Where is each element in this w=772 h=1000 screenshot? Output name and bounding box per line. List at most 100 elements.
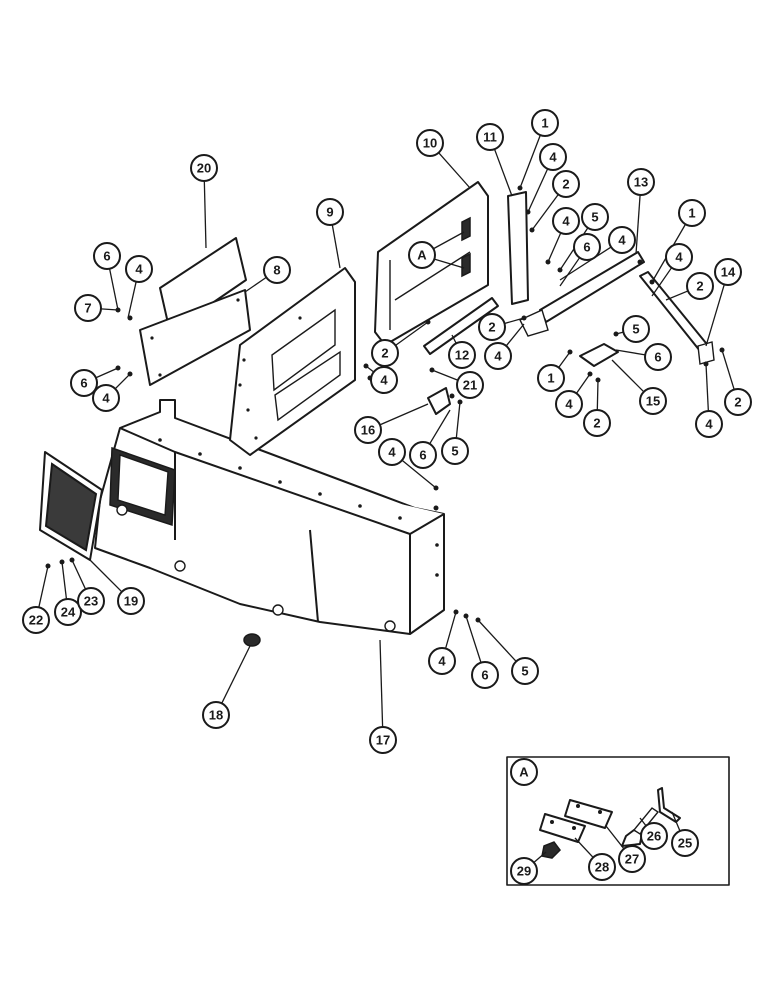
housing-part-17: [94, 399, 445, 635]
leader-line-c6a: [108, 268, 119, 311]
leader-line-c23: [71, 559, 87, 590]
callout-circle-cA1: [408, 241, 436, 269]
leader-line-c6f: [465, 615, 482, 663]
callout-circle-c6b: [573, 233, 601, 261]
callout-c5c: 5: [441, 437, 469, 465]
leader-line-c1c: [558, 351, 571, 368]
callout-number-c10: 10: [423, 136, 437, 151]
callout-circle-c21: [456, 371, 484, 399]
leader-line-c4b: [547, 232, 562, 263]
callout-number-c2e: 2: [593, 416, 600, 431]
callout-c4f: 4: [484, 342, 512, 370]
callout-circle-c2e: [583, 409, 611, 437]
leader-line-c5d: [477, 619, 517, 662]
callout-circle-c22: [22, 606, 50, 634]
callout-circle-c18: [202, 701, 230, 729]
rail-part-13: [519, 251, 645, 337]
leader-line-c21: [431, 369, 459, 381]
callout-c2f: 2: [724, 388, 752, 416]
callout-circle-c6c: [70, 369, 98, 397]
leader-line-c1a: [519, 134, 541, 189]
callout-circle-c4c: [125, 255, 153, 283]
callout-circle-c15: [639, 387, 667, 415]
callout-cA2: A: [510, 758, 538, 786]
callout-c4g: 4: [370, 366, 398, 394]
callout-number-c15: 15: [646, 394, 660, 409]
leader-line-c9: [331, 224, 341, 269]
leader-line-c8: [244, 276, 267, 293]
leader-line-c19: [89, 559, 123, 593]
callout-number-c4e: 4: [675, 250, 683, 265]
callout-circle-c6e: [409, 441, 437, 469]
callout-number-c4b: 4: [562, 214, 570, 229]
callout-circle-c26: [640, 822, 668, 850]
callout-number-c5b: 5: [632, 322, 639, 337]
callout-number-cA1: A: [417, 248, 427, 263]
callout-c4l: 4: [428, 647, 456, 675]
callout-circle-c12: [448, 341, 476, 369]
callout-circle-c4l: [428, 647, 456, 675]
callout-c6f: 6: [471, 661, 499, 689]
callout-c5b: 5: [622, 315, 650, 343]
callout-number-c6c: 6: [80, 376, 87, 391]
callout-circle-c23: [77, 587, 105, 615]
leader-lines: [38, 134, 735, 863]
leader-line-c10: [438, 152, 471, 189]
callout-c5a: 5: [581, 203, 609, 231]
callout-circle-c5d: [511, 657, 539, 685]
callout-c13: 13: [627, 168, 655, 196]
callout-c4j: 4: [695, 410, 723, 438]
callout-c2b: 2: [686, 272, 714, 300]
leader-line-c5b: [615, 331, 624, 335]
callout-c6b: 6: [573, 233, 601, 261]
callout-c6a: 6: [93, 242, 121, 270]
leader-line-c29: [533, 851, 547, 863]
callout-c28: 28: [588, 853, 616, 881]
leader-line-c4f: [505, 323, 525, 347]
callout-c4i: 4: [555, 390, 583, 418]
callout-number-c8: 8: [273, 263, 280, 278]
leader-line-c4g: [365, 365, 375, 373]
callout-circle-c4f: [484, 342, 512, 370]
leader-line-c4h: [114, 373, 131, 390]
leader-line-c2c: [504, 317, 525, 325]
callout-c16: 16: [354, 416, 382, 444]
callout-circle-c4e: [665, 243, 693, 271]
leader-line-cA1: [433, 231, 465, 250]
callout-circle-c4g: [370, 366, 398, 394]
leader-line-c6b: [559, 257, 581, 287]
leader-line-cA1-second: [433, 258, 465, 269]
callout-number-c4c: 4: [135, 262, 143, 277]
callout-number-c2a: 2: [562, 177, 569, 192]
leader-line-c2a: [531, 194, 559, 231]
callout-circle-c4j: [695, 410, 723, 438]
callout-number-c20: 20: [197, 161, 211, 176]
leader-line-c6d: [615, 349, 646, 356]
callout-number-c4h: 4: [102, 391, 110, 406]
callout-number-c2c: 2: [488, 320, 495, 335]
leader-line-c11: [493, 148, 513, 197]
leader-line-c13: [635, 194, 641, 255]
callout-circle-c6a: [93, 242, 121, 270]
callout-c20: 20: [190, 154, 218, 182]
callout-circle-c28: [588, 853, 616, 881]
callout-number-c4a: 4: [549, 150, 557, 165]
callout-c2d: 2: [371, 339, 399, 367]
callout-circle-c7: [74, 294, 102, 322]
strip-part-12: [423, 297, 499, 355]
leader-line-c22: [38, 565, 49, 608]
callout-circle-c5b: [622, 315, 650, 343]
callout-circle-c4a: [539, 143, 567, 171]
callout-c6c: 6: [70, 369, 98, 397]
callout-c14: 14: [714, 258, 742, 286]
callout-c4b: 4: [552, 207, 580, 235]
callout-c4a: 4: [539, 143, 567, 171]
callout-c5d: 5: [511, 657, 539, 685]
callout-c1a: 1: [531, 109, 559, 137]
callout-circle-c1a: [531, 109, 559, 137]
callout-number-c1c: 1: [547, 371, 554, 386]
leader-line-c2f: [721, 349, 735, 390]
callout-c26: 26: [640, 822, 668, 850]
plate-part-20: [159, 237, 247, 333]
